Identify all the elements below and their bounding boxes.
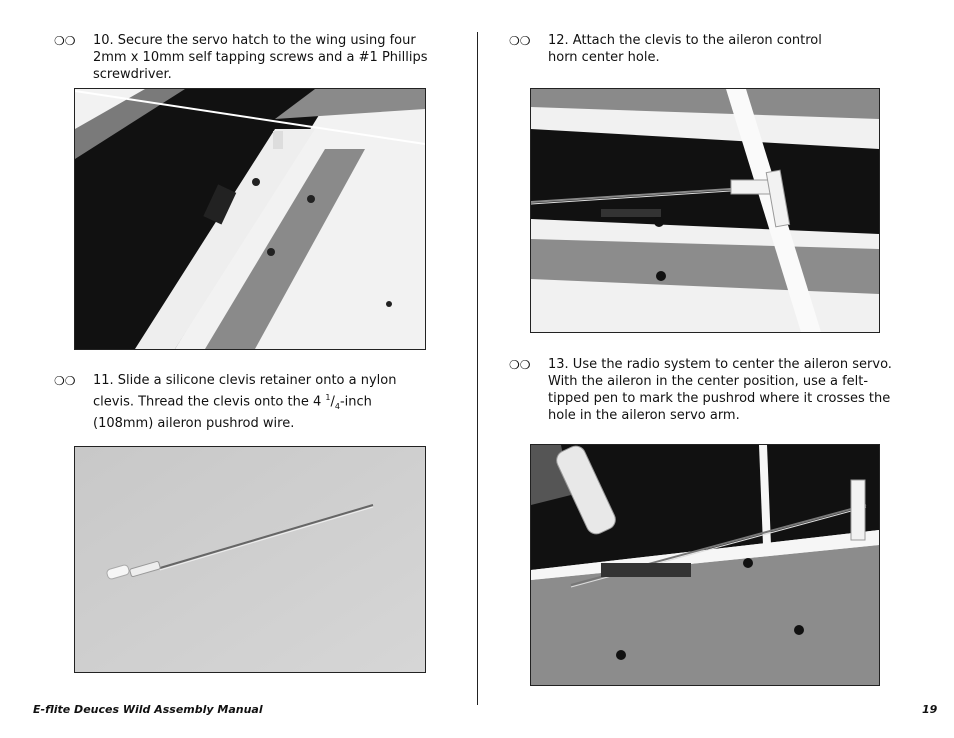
step-11: ❍❍ 11. Slide a silicone clevis retainer …	[54, 372, 454, 431]
step-11-text-part1: 11. Slide a silicone clevis retainer ont…	[93, 373, 397, 410]
footer-manual-title: E-flite Deuces Wild Assembly Manual	[33, 703, 263, 716]
fraction-denominator: 4	[334, 401, 340, 411]
footer-page-number: 19	[922, 703, 938, 716]
step-13: ❍❍ 13. Use the radio system to center th…	[509, 356, 909, 426]
fraction-numerator: 1	[325, 393, 331, 402]
checkbox-icons: ❍❍	[54, 374, 76, 388]
step-12-text: 12. Attach the clevis to the aileron con…	[548, 33, 822, 65]
photo-clevis-control-horn	[530, 88, 880, 333]
step-11-text-part2: -inch (108mm) aileron pushrod wire.	[93, 394, 372, 431]
checkbox-icons: ❍❍	[54, 34, 76, 48]
step-10-text: 10. Secure the servo hatch to the wing u…	[93, 33, 428, 82]
photo-servo-hatch	[74, 88, 426, 350]
step-13-text: 13. Use the radio system to center the a…	[548, 357, 892, 423]
step-10: ❍❍ 10. Secure the servo hatch to the win…	[54, 32, 454, 82]
checkbox-icons: ❍❍	[509, 358, 531, 372]
photo-pushrod-clevis	[74, 446, 426, 673]
step-12: ❍❍ 12. Attach the clevis to the aileron …	[509, 32, 909, 68]
photo-marking-pushrod	[530, 444, 880, 686]
column-divider	[477, 32, 478, 705]
checkbox-icons: ❍❍	[509, 34, 531, 48]
step-11-text: 11. Slide a silicone clevis retainer ont…	[93, 373, 397, 431]
